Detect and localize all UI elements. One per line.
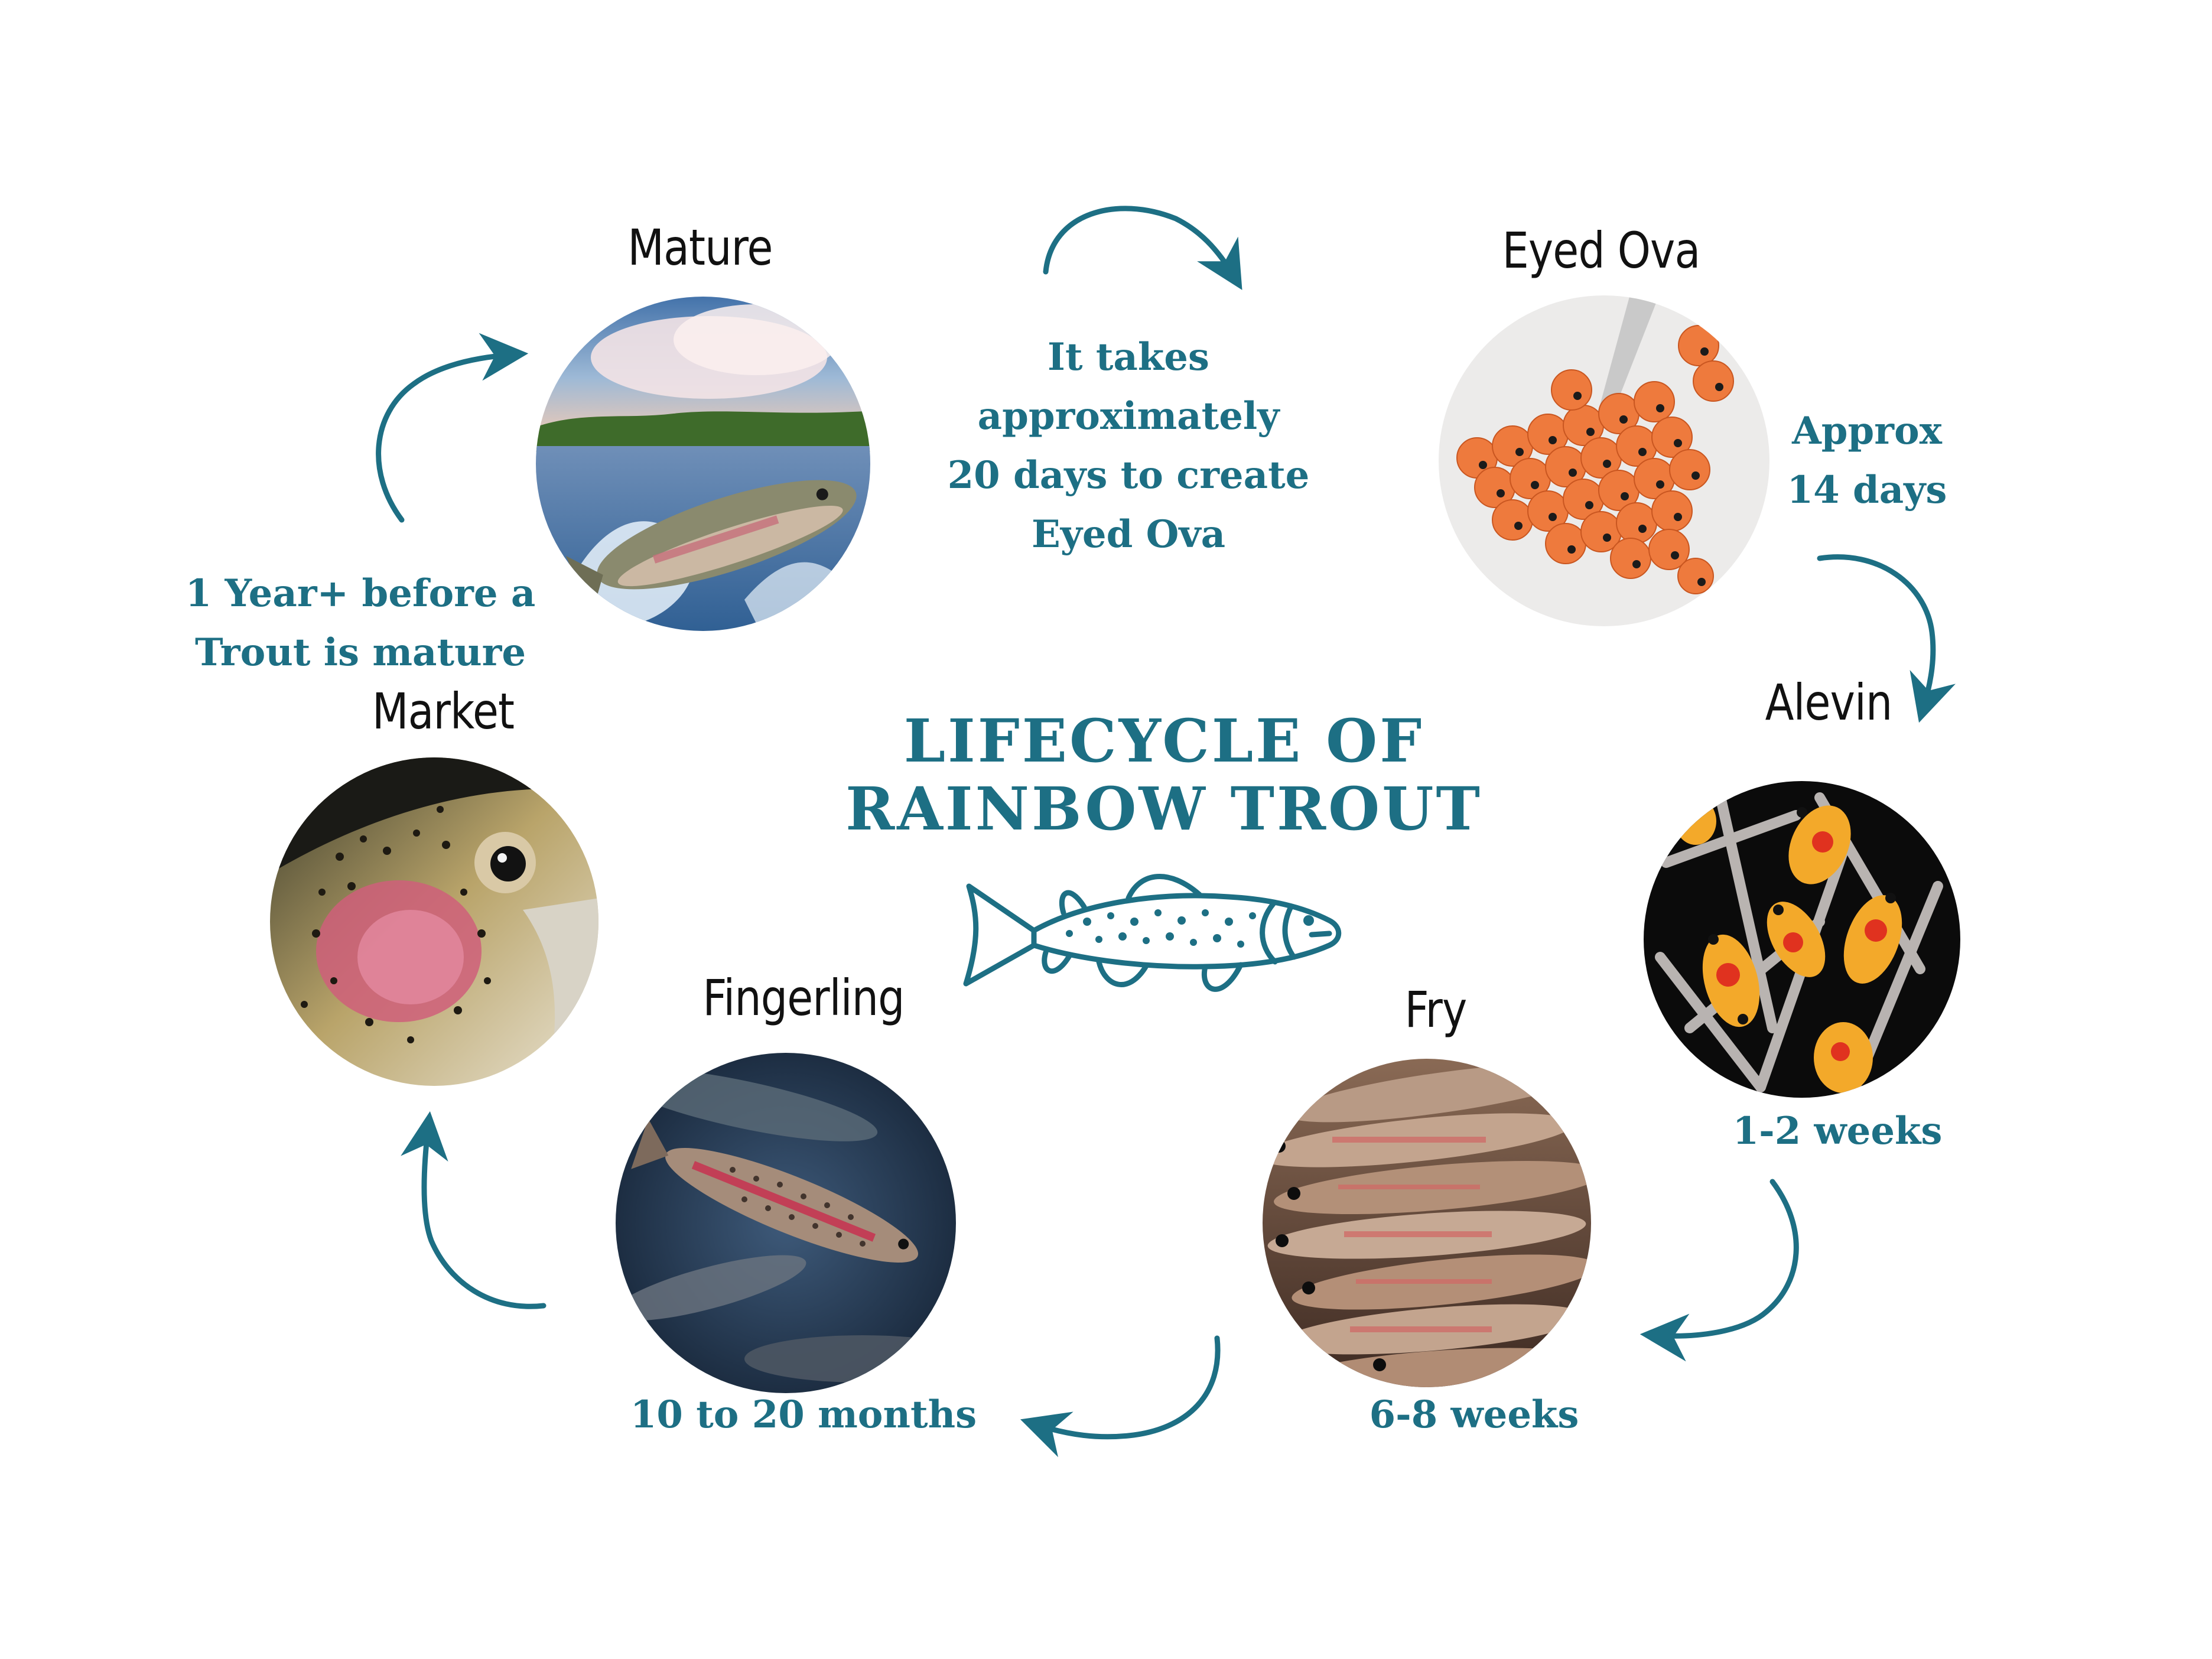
curved-arrow-icon (376, 333, 529, 523)
stage-label-market: Market (372, 682, 515, 740)
title-line-1: LIFECYCLE OF (903, 706, 1424, 776)
duration-line: Eyed Ova (1031, 512, 1226, 557)
duration-mature-to-eyed-ova: It takes approximately 20 days to create… (922, 328, 1335, 564)
duration-eyed-ova-to-alevin: Approx 14 days (1755, 402, 1979, 520)
fry-photo (1263, 1059, 1591, 1387)
title-line-2: RAINBOW TROUT (845, 774, 1482, 844)
stage-label-fingerling: Fingerling (702, 969, 905, 1027)
curved-arrow-icon (1640, 1179, 1799, 1362)
duration-alevin-to-fry: 1-2 weeks (1713, 1102, 1961, 1161)
alevin-photo (1644, 781, 1960, 1098)
duration-fry-to-fingerling: 6-8 weeks (1350, 1385, 1598, 1445)
duration-line: It takes (1048, 335, 1209, 379)
duration-line: 1-2 weeks (1732, 1109, 1943, 1153)
stage-label-alevin: Alevin (1765, 674, 1893, 731)
duration-line: 1 Year+ before a (185, 571, 536, 616)
duration-line: 20 days to create (947, 453, 1310, 497)
curved-arrow-icon (401, 1111, 547, 1309)
duration-line: 6-8 weeks (1369, 1393, 1579, 1437)
eyed-ova-photo (1439, 295, 1769, 626)
curved-arrow-icon (1020, 1335, 1221, 1458)
market-photo (270, 757, 598, 1086)
duration-line: Trout is mature (194, 630, 526, 675)
duration-fingerling-to-market: 10 to 20 months (614, 1385, 993, 1445)
duration-line: Approx (1792, 409, 1942, 453)
fingerling-photo (616, 1053, 956, 1393)
mature-photo (536, 297, 870, 631)
duration-line: approximately (977, 394, 1280, 438)
curved-arrow-icon (1043, 206, 1242, 290)
duration-line: 14 days (1787, 468, 1947, 512)
duration-market-to-mature: 1 Year+ before a Trout is mature (165, 564, 555, 682)
stage-label-mature: Mature (627, 219, 773, 276)
duration-line: 10 to 20 months (630, 1393, 977, 1437)
curved-arrow-icon (1817, 554, 1956, 723)
trout-outline-icon (963, 874, 1342, 992)
stage-label-eyed-ova: Eyed Ova (1502, 222, 1701, 279)
stage-label-fry: Fry (1404, 981, 1468, 1039)
